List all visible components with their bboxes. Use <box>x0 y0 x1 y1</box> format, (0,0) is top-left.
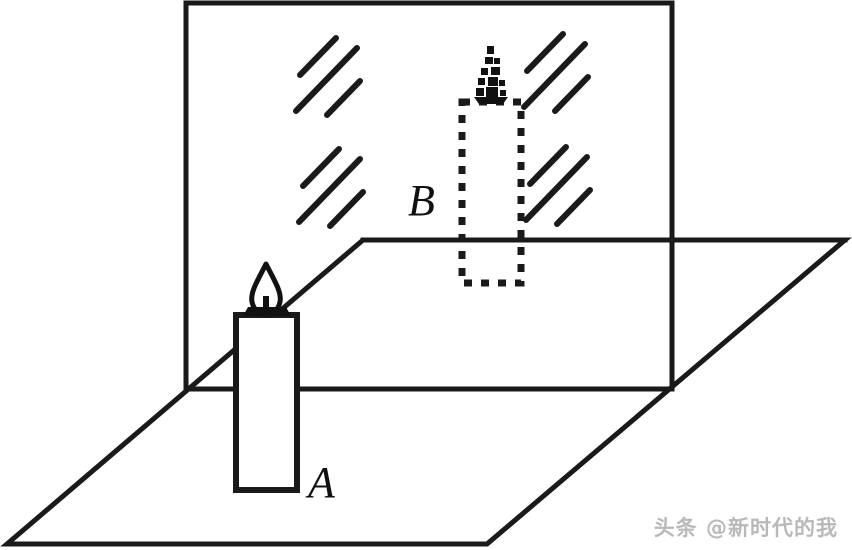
hatch-group-lower-left <box>296 146 366 229</box>
hatch-stroke <box>524 31 566 74</box>
hatch-group-lower-right <box>523 144 593 227</box>
candle-object <box>233 261 300 493</box>
hatch-stroke <box>327 189 366 229</box>
ground-plane <box>0 237 852 547</box>
hatch-group-upper-right <box>521 31 591 114</box>
hatch-stroke <box>297 35 339 78</box>
hatch-stroke <box>527 144 569 187</box>
hatch-stroke <box>293 45 360 114</box>
label-b: B <box>408 176 435 225</box>
hatch-stroke <box>324 78 363 118</box>
mirror-hatch-marks <box>293 31 593 229</box>
candle-image <box>458 46 525 287</box>
hatch-stroke <box>296 156 363 225</box>
hatch-stroke <box>523 154 590 223</box>
candle-object-flame-base <box>243 307 291 316</box>
candle-object-body <box>233 312 300 493</box>
hatch-stroke <box>300 146 342 189</box>
hatch-group-upper-left <box>293 35 363 118</box>
label-a: A <box>305 458 336 507</box>
watermark-text: 头条 @新时代的我 <box>653 516 838 540</box>
hatch-stroke <box>554 187 593 227</box>
hatch-stroke <box>521 41 588 110</box>
candle-image-flame <box>474 46 508 104</box>
candle-image-body <box>458 98 525 287</box>
ground-plane-outline <box>0 237 852 547</box>
candle-object-wick <box>263 296 269 309</box>
hatch-stroke <box>552 74 591 114</box>
